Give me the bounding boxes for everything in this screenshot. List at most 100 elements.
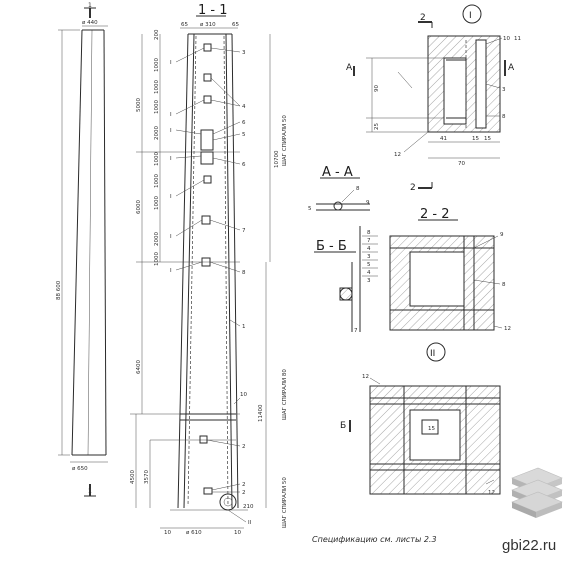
detail-I-cut-left: A <box>346 63 353 73</box>
pos-6: 8 <box>242 270 246 276</box>
detail-II-dim-0: 15 <box>428 426 435 432</box>
detail-I-dim-5: 15 <box>484 136 491 142</box>
detail-II-pos-2: 12 <box>488 490 495 496</box>
overall-0: 5000 <box>136 98 142 112</box>
section-2-2-pos-2: 12 <box>504 326 511 332</box>
section-B-B-pos-3: 3 <box>367 254 371 260</box>
bottom-detail-marker: II <box>248 520 252 526</box>
pos-10: 2 <box>242 482 246 488</box>
detail-I-pos-2: 3 <box>502 87 506 93</box>
bottom-left-edge-dim: 10 <box>164 530 171 536</box>
marker-0: I <box>170 60 172 66</box>
marker-5: I <box>170 234 172 240</box>
section-B-B-pos-0: 8 <box>367 230 371 236</box>
specification-note: Спецификацию см. листы 2.3 <box>312 535 437 544</box>
right-label-0: 10700 <box>274 150 280 168</box>
pos-3: 5 <box>242 132 246 138</box>
detail-I-pos-1: 11 <box>514 36 521 42</box>
elevation-section-mark-bottom: 1 <box>88 488 92 495</box>
section-A-A-dim-0: 5 <box>308 206 312 212</box>
segment-2: 1000 <box>154 80 160 94</box>
pos-8: 10 <box>240 392 247 398</box>
segment-0: 200 <box>154 29 160 40</box>
segment-4: 2000 <box>154 126 160 140</box>
pos-2: 6 <box>242 120 246 126</box>
pos-4: 6 <box>242 162 246 168</box>
marker-6: I <box>170 268 172 274</box>
bottom-inner-dim: ø 610 <box>186 530 202 536</box>
detail-II-title: II <box>430 349 435 359</box>
detail-II-cut-mark: Б <box>340 421 346 431</box>
top-right-edge-dim: 65 <box>232 22 239 28</box>
top-left-edge-dim: 65 <box>181 22 188 28</box>
section-2-2-pos-1: 8 <box>502 282 506 288</box>
section-B-B-pos-2: 4 <box>367 246 371 252</box>
detail-I-section-mark: 2 <box>420 13 426 23</box>
stacked-slabs-icon <box>511 467 563 518</box>
detail-I-pos-0: 10 <box>503 36 510 42</box>
marker-3: I <box>170 156 172 162</box>
segment-9: 1000 <box>154 252 160 266</box>
segment-7: 1000 <box>154 196 160 210</box>
section-2-2: 2 - 2 9 8 12 <box>389 207 511 332</box>
overall-3: 4500 <box>130 470 136 484</box>
detail-I-dim-0: 90 <box>374 85 380 92</box>
detail-I-pos-6: 12 <box>394 152 401 158</box>
segment-3: 1000 <box>154 100 160 114</box>
marker-1: I <box>170 112 172 118</box>
section-B-B-pos-6: 3 <box>367 278 371 284</box>
watermark-logo: gbi22.ru <box>502 467 563 554</box>
section-1-1-title: 1 - 1 <box>198 3 228 18</box>
pos-1: 4 <box>242 104 246 110</box>
detail-I-dim-1: 25 <box>374 123 380 130</box>
right-label-5: 210 <box>243 504 254 510</box>
segment-5: 1000 <box>154 152 160 166</box>
section-A-A-title: A - A <box>322 165 353 180</box>
section-A-A: A - A 8 5 9 <box>308 165 370 212</box>
right-label-3: ШАГ СПИРАЛИ 80 <box>282 369 288 420</box>
segment-8: 2000 <box>154 232 160 246</box>
segment-6: 1000 <box>154 174 160 188</box>
section-B-B-pos-5: 4 <box>367 270 371 276</box>
top-inner-dim: ø 310 <box>200 22 216 28</box>
detail-I-title: I <box>469 11 472 21</box>
section-B-B-pos-1: 7 <box>367 238 371 244</box>
detail-I-dim-4: 15 <box>472 136 479 142</box>
overall-1: 6000 <box>136 200 142 214</box>
section-2-2-pos-0: 9 <box>500 232 504 238</box>
pos-9: 2 <box>242 444 246 450</box>
detail-I-dim-3: 70 <box>458 161 465 167</box>
detail-II-pos-0: 12 <box>362 374 369 380</box>
detail-I-dim-2: 41 <box>440 136 447 142</box>
section-2-2-title: 2 - 2 <box>420 207 450 222</box>
detail-I-cut-right: A <box>508 63 515 73</box>
section-1-1: 1 - 1 65 ø 310 65 <box>130 3 288 536</box>
elevation-view: 1 ø 440 88 600 ø 650 1 <box>56 2 108 497</box>
elevation-total-height: 88 600 <box>56 280 62 300</box>
elevation-section-mark-top: 1 <box>88 2 92 9</box>
right-label-2: 11400 <box>258 404 264 422</box>
section-B-B-dim-0: 7 <box>354 328 358 334</box>
section-B-B-title: Б - Б <box>316 239 347 254</box>
section-B-B: Б - Б 8 7 4 3 5 4 3 7 <box>314 226 378 334</box>
pos-11: 2 <box>242 490 246 496</box>
overall-4: 3570 <box>144 470 150 484</box>
elevation-top-width: ø 440 <box>82 20 98 26</box>
overall-2: 6400 <box>136 360 142 374</box>
marker-4: I <box>170 194 172 200</box>
detail-II: II 12 Б 15 12 <box>340 342 501 496</box>
section-A-A-pos-1: 9 <box>366 200 370 206</box>
bottom-right-edge-dim: 10 <box>234 530 241 536</box>
section-B-B-pos-4: 5 <box>367 262 371 268</box>
elevation-bottom-width: ø 650 <box>72 466 88 472</box>
segment-1: 1000 <box>154 58 160 72</box>
detail-I-section-mark-bottom: 2 <box>410 183 416 193</box>
detail-I-pos-3: 8 <box>502 114 506 120</box>
pos-5: 7 <box>242 228 246 234</box>
pos-0: 3 <box>242 50 246 56</box>
right-label-4: ШАГ СПИРАЛИ 50 <box>282 477 288 528</box>
pos-7: 1 <box>242 324 246 330</box>
detail-I: I 2 A A 90 25 41 70 15 15 10 11 <box>346 4 521 193</box>
section-A-A-pos-0: 8 <box>356 186 360 192</box>
